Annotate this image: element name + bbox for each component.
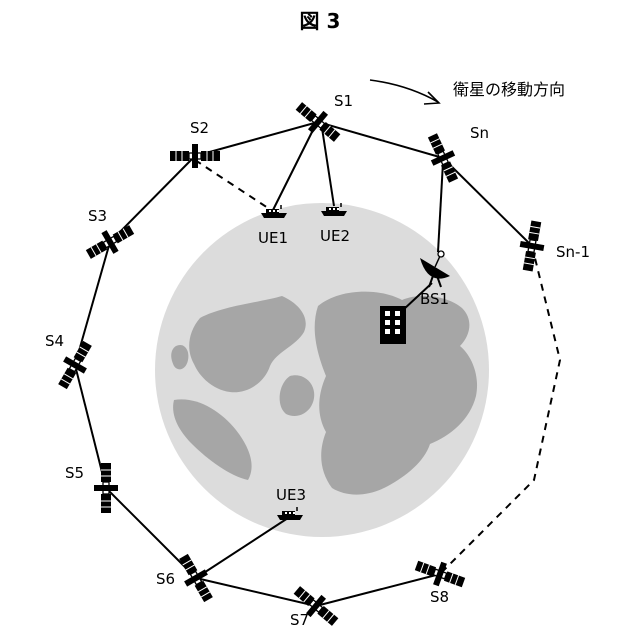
satellite-label: Sn	[470, 124, 489, 142]
direction-label: 衛星の移動方向	[453, 80, 565, 99]
satellite-icon	[170, 144, 220, 168]
figure-title: 図 3	[300, 9, 341, 33]
building-icon	[380, 306, 406, 344]
satellite-label: S6	[156, 570, 175, 588]
ue-label: UE2	[320, 227, 350, 245]
link-s2-ue1-dashed	[195, 160, 268, 208]
ue-label: UE1	[258, 229, 288, 247]
link-s6-ue3	[196, 518, 288, 578]
link-s1-sn	[318, 122, 443, 158]
link-sn-bs1	[438, 162, 443, 252]
link-sn-sn1	[443, 158, 532, 246]
link-s1-ue1	[272, 128, 314, 212]
satellite-icon	[82, 219, 137, 265]
satellite-label: Sn-1	[556, 243, 590, 261]
satellite-icon	[94, 463, 118, 513]
satellite-icon	[173, 550, 219, 605]
satellite-label: S8	[430, 588, 449, 606]
base-station-label: BS1	[420, 290, 449, 308]
satellite-label: S2	[190, 119, 209, 137]
satellite-icon	[516, 219, 548, 272]
link-s2-s1	[195, 122, 318, 156]
satellite-label: S5	[65, 464, 84, 482]
ue-label: UE3	[276, 486, 306, 504]
motion-direction-arrow	[370, 80, 438, 102]
satellite-label: S3	[88, 207, 107, 225]
satellite-label: S1	[334, 92, 353, 110]
link-s7-s8	[316, 574, 440, 606]
satellite-label: S4	[45, 332, 64, 350]
satellite-label: S7	[290, 611, 309, 629]
